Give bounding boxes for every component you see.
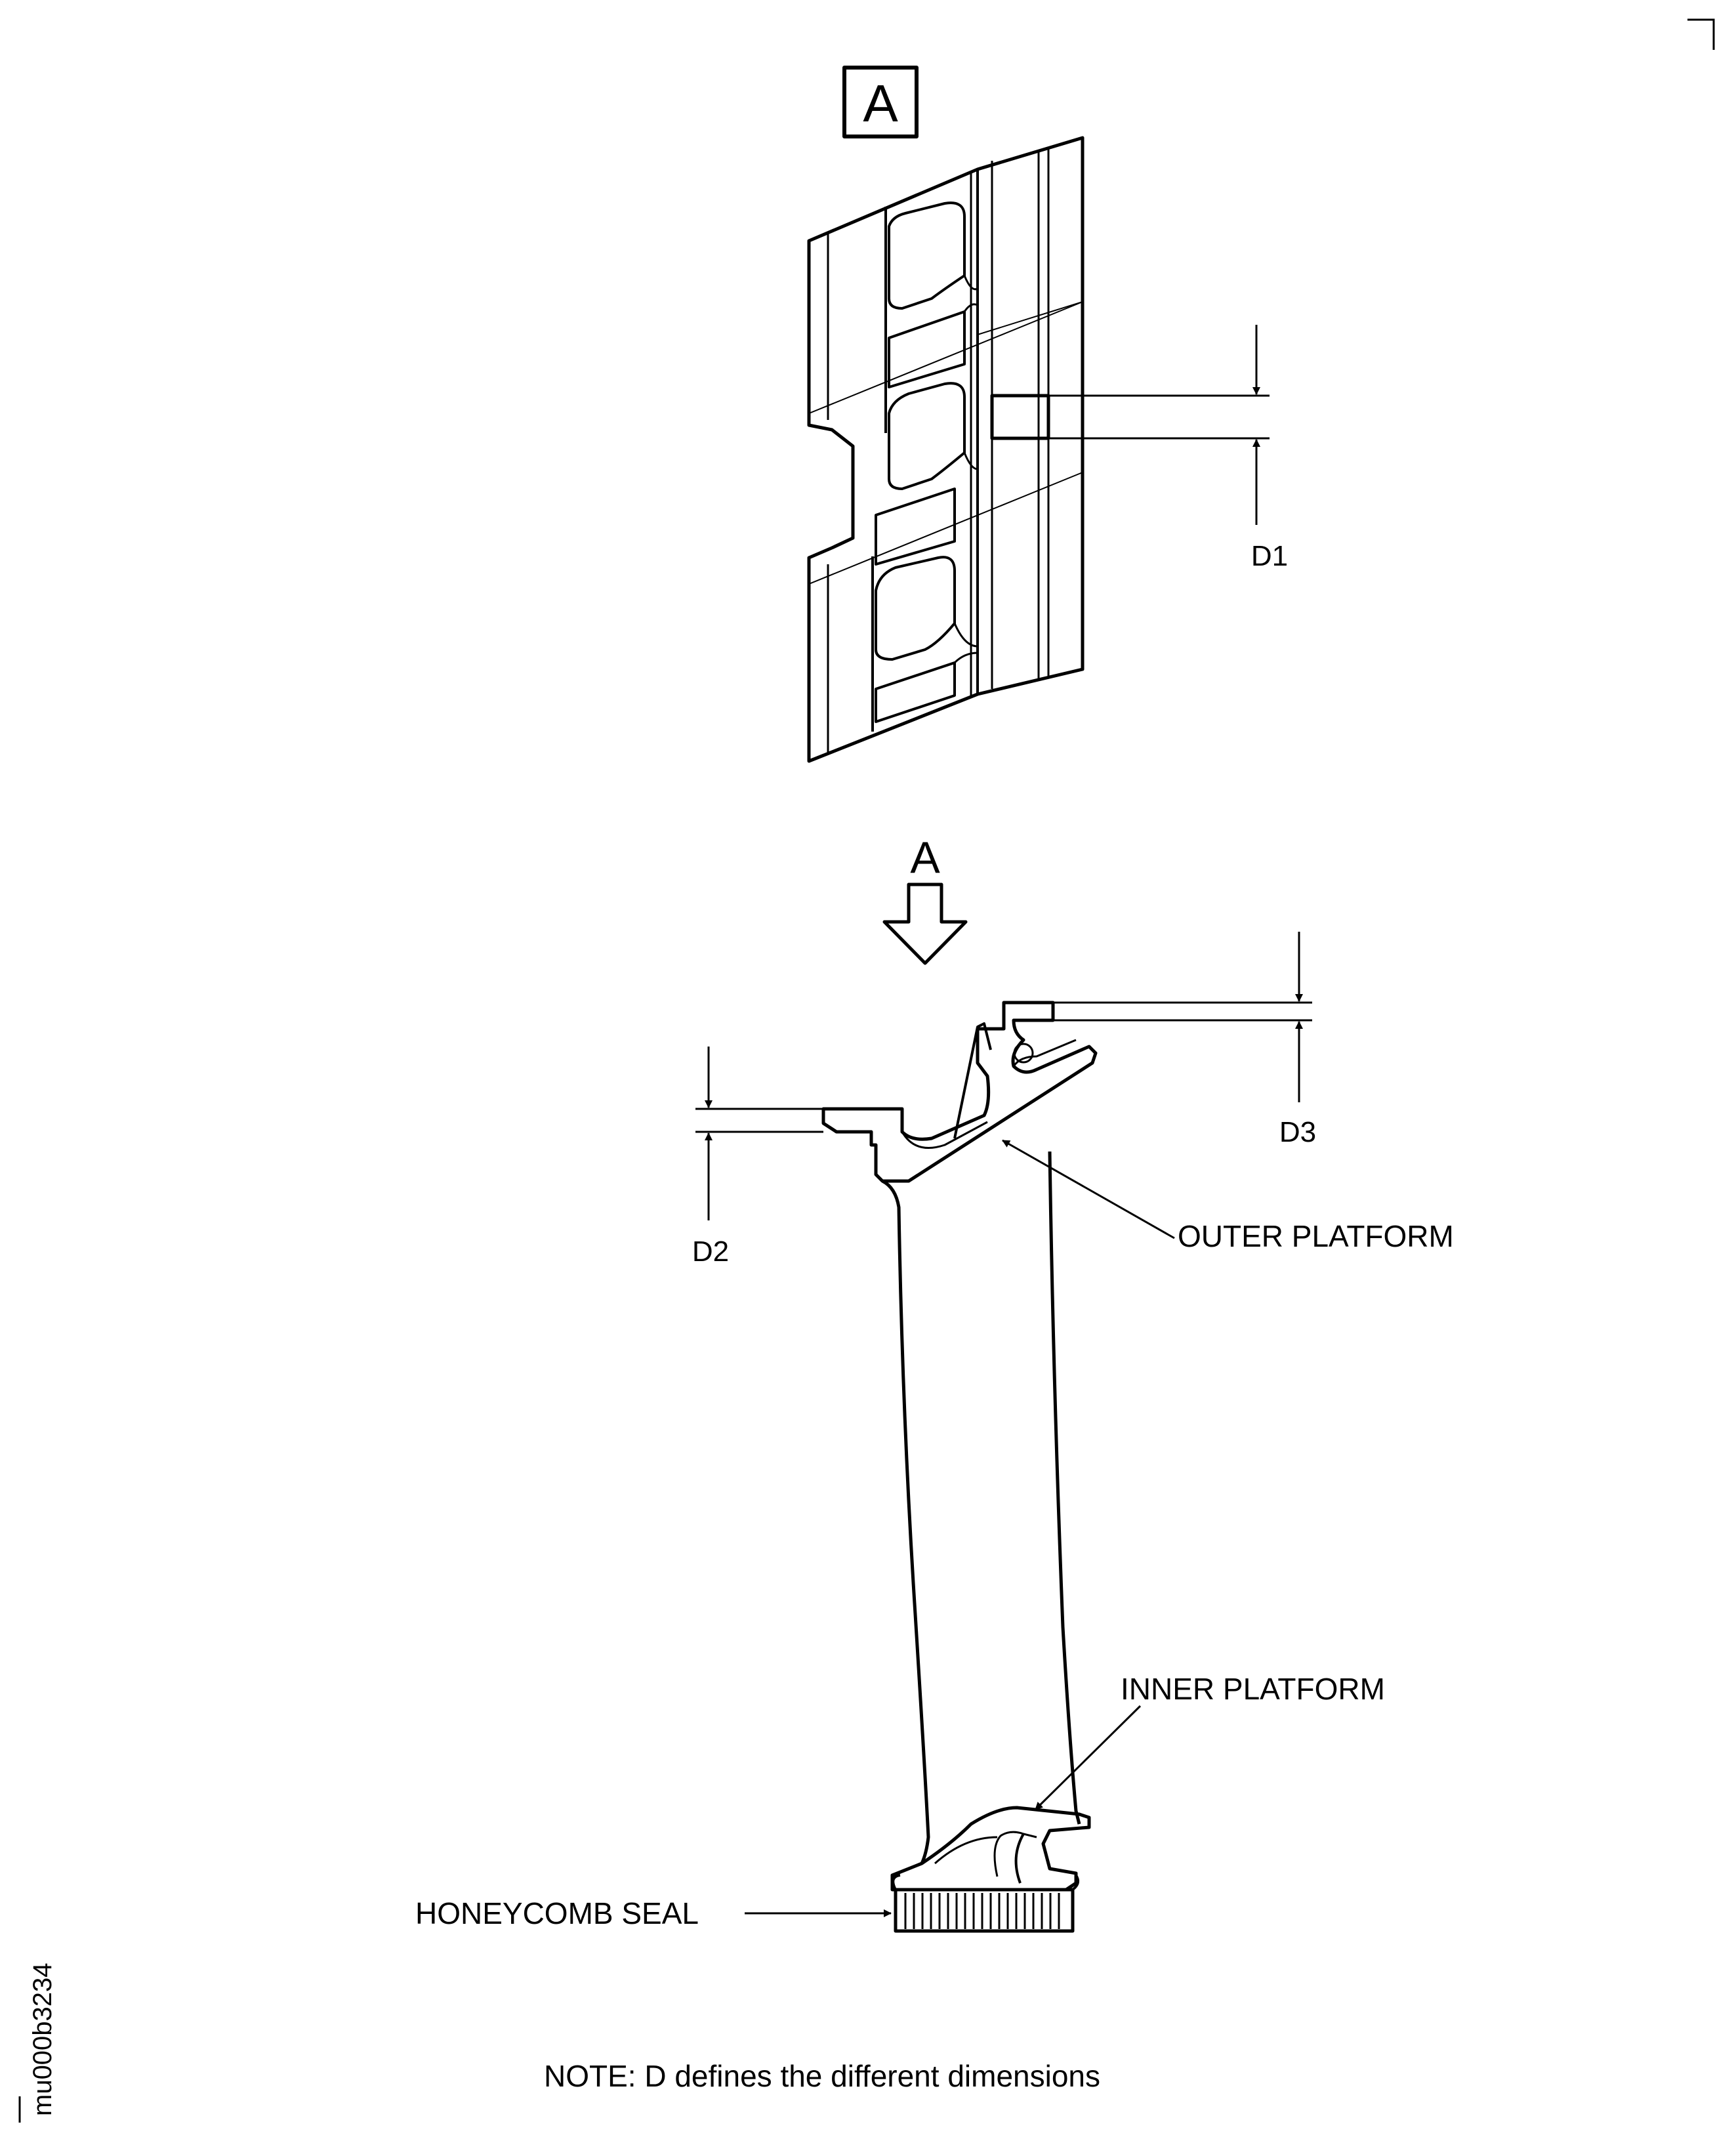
d3-dimension bbox=[1053, 932, 1312, 1102]
outer-platform-leader bbox=[1002, 1139, 1175, 1239]
inner-platform-label: INNER PLATFORM bbox=[1121, 1672, 1385, 1706]
figure-id: mu000b3234 bbox=[28, 1962, 57, 2116]
view-arrow-icon bbox=[882, 883, 968, 965]
d1-dimension bbox=[1048, 325, 1270, 525]
vane-side-view bbox=[821, 1001, 1098, 1933]
airfoil-trailing-edge bbox=[1048, 1151, 1081, 1825]
view-a-box-letter: A bbox=[863, 74, 898, 133]
d2-dimension bbox=[695, 1047, 823, 1220]
view-a-label-box bbox=[842, 66, 919, 138]
inner-platform-leader bbox=[1034, 1705, 1142, 1811]
segment-outline bbox=[807, 136, 1085, 763]
honeycomb-seal-label: HONEYCOMB SEAL bbox=[415, 1896, 699, 1930]
d3-label: D3 bbox=[1279, 1116, 1316, 1148]
view-a-detail bbox=[807, 66, 1085, 763]
corner-mark-top-right bbox=[1687, 18, 1715, 50]
inner-platform-shape bbox=[890, 1806, 1091, 1892]
d1-label: D1 bbox=[1251, 540, 1288, 572]
d1-gap-block bbox=[990, 394, 1050, 440]
view-arrow-label: A bbox=[910, 833, 940, 883]
honeycomb-seal-hatch bbox=[904, 1893, 1060, 1929]
airfoil-leading-edge bbox=[881, 1179, 930, 1865]
outer-platform-label: OUTER PLATFORM bbox=[1178, 1219, 1454, 1253]
outer-platform-shape bbox=[821, 1001, 1098, 1183]
d2-label: D2 bbox=[692, 1236, 729, 1268]
figure-note: NOTE: D defines the different dimensions bbox=[544, 2059, 1100, 2093]
honeycomb-seal-block bbox=[894, 1888, 1075, 1933]
